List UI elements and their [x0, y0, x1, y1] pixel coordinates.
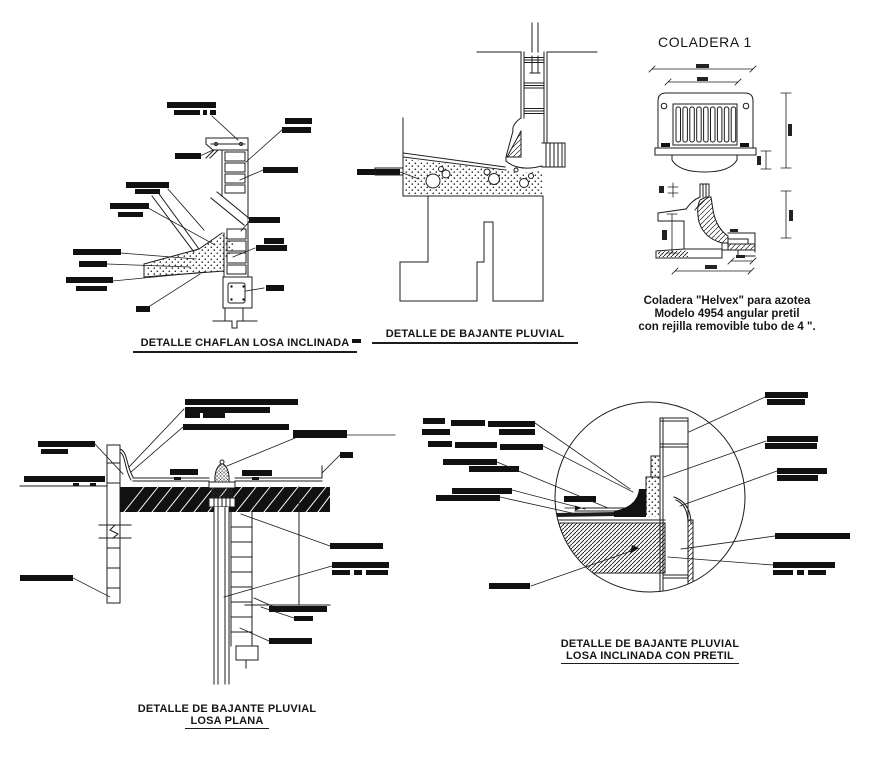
coladera-caption-line3: con rejilla removible tubo de 4 ". [638, 321, 816, 333]
detail-losa-plana-drawing [19, 399, 396, 685]
coladera-drawing [648, 64, 793, 275]
title-detalle-bajante: DETALLE DE BAJANTE PLUVIAL [372, 328, 578, 344]
title-losa-inclinada: DETALLE DE BAJANTE PLUVIAL LOSA INCLINAD… [548, 638, 752, 664]
detail-losa-inclinada-drawing [422, 392, 850, 593]
title-losa-plana-line1: DETALLE DE BAJANTE PLUVIAL [137, 703, 317, 715]
title-losa-plana: DETALLE DE BAJANTE PLUVIAL LOSA PLANA [127, 703, 327, 729]
title-losa-inclinada-line2: LOSA INCLINADA CON PRETIL [561, 650, 739, 664]
leader-lines-losa-inclinada [496, 396, 778, 587]
coladera-caption: Coladera "Helvex" para azotea Modelo 495… [596, 295, 858, 334]
redacted-labels-losa-inclinada [422, 392, 850, 589]
redacted-labels-bajante [357, 169, 400, 175]
detail-chaflan-drawing [66, 102, 361, 343]
coladera-caption-line2: Modelo 4954 angular pretil [654, 308, 800, 320]
title-detalle-chaflan: DETALLE CHAFLAN LOSA INCLINADA [133, 337, 357, 353]
grille-slots [675, 106, 737, 143]
leader-arrowhead [630, 545, 639, 554]
leader-lines-losa-plana [72, 408, 396, 642]
detail-bajante-drawing [357, 22, 598, 302]
title-losa-inclinada-line1: DETALLE DE BAJANTE PLUVIAL [560, 638, 740, 650]
title-losa-plana-line2: LOSA PLANA [185, 715, 269, 729]
redacted-labels-chaflan [66, 102, 361, 343]
dimension-lines-section [659, 182, 793, 275]
dimension-lines-plan [648, 64, 792, 170]
redacted-labels-losa-plana [20, 399, 389, 644]
detail-bubble-circle [554, 401, 746, 593]
coladera-caption-line1: Coladera "Helvex" para azotea [643, 295, 811, 307]
leader-lines-chaflan [106, 115, 283, 307]
title-coladera-1: COLADERA 1 [658, 34, 752, 50]
